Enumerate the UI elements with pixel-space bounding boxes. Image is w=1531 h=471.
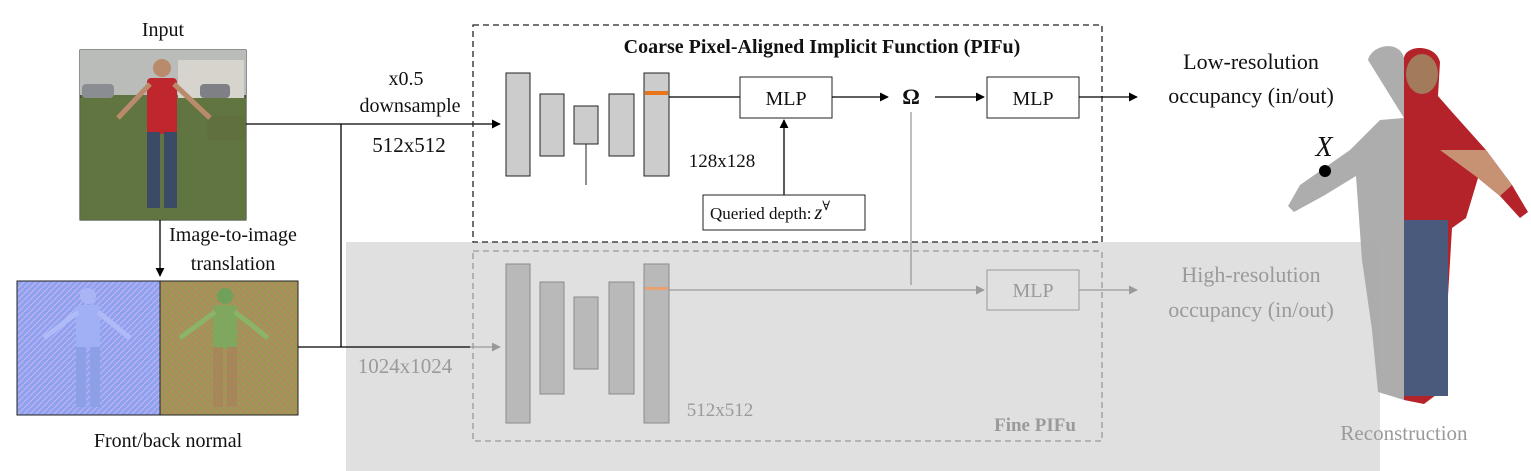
queried-depth-label: Queried depth:z∀ <box>710 198 830 224</box>
queried-depth-box <box>702 194 866 231</box>
fine-encoder <box>505 263 670 424</box>
image-to-image-label-line2: translation <box>191 253 275 275</box>
coarse-output-mlp-box <box>986 76 1080 119</box>
downsample-label: downsample <box>359 95 460 117</box>
fine-pifu-box <box>472 250 1103 442</box>
input-title: Input <box>142 19 185 41</box>
front-back-normal-label: Front/back normal <box>94 430 243 452</box>
coarse-mlp-label: MLP <box>765 88 806 110</box>
coarse-mlp-box <box>739 76 833 119</box>
query-point-label: X <box>1314 132 1333 163</box>
fine-pifu-title: Fine PIFu <box>994 415 1076 436</box>
query-point-marker <box>1319 165 1331 177</box>
low-res-output-line1: Low-resolution <box>1183 49 1319 74</box>
fine-feature-resolution: 512x512 <box>687 400 754 421</box>
front-normal-map <box>16 280 161 416</box>
high-res-output-line1: High-resolution <box>1181 262 1320 287</box>
coarse-output-mlp-label: MLP <box>1012 88 1053 110</box>
coarse-resolution-label: 512x512 <box>372 133 446 157</box>
omega-symbol: Ω <box>902 84 920 109</box>
input-photo <box>79 49 247 221</box>
coarse-feature-resolution: 128x128 <box>689 151 756 172</box>
back-normal-map <box>159 280 299 416</box>
fine-resolution-label: 1024x1024 <box>358 354 453 378</box>
downsample-factor-label: x0.5 <box>389 68 424 90</box>
low-res-output-line2: occupancy (in/out) <box>1168 83 1334 108</box>
coarse-encoder <box>505 72 670 185</box>
coarse-pifu-title: Coarse Pixel-Aligned Implicit Function (… <box>624 36 1021 58</box>
coarse-pifu-box <box>472 24 1103 243</box>
reconstruction-figure <box>1288 46 1528 404</box>
fine-mlp-label: MLP <box>1012 280 1053 302</box>
reconstruction-label: Reconstruction <box>1340 421 1468 445</box>
image-to-image-label-line1: Image-to-image <box>169 224 297 246</box>
high-res-output-line2: occupancy (in/out) <box>1168 297 1334 322</box>
